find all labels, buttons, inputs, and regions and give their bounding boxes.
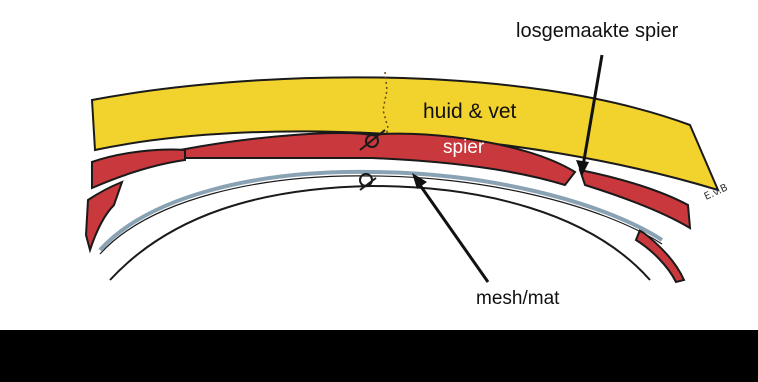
label-skin-fat: huid & vet xyxy=(423,100,516,124)
muscle-layer-left xyxy=(92,150,185,189)
label-detached-muscle: losgemaakte spier xyxy=(516,20,678,43)
abdominal-wall-illustration: E.v.B xyxy=(0,0,758,330)
muscle-layer-right xyxy=(580,170,690,228)
mesh-line-outline xyxy=(100,176,662,254)
footer-bar xyxy=(0,330,758,382)
label-muscle: spier xyxy=(443,137,484,159)
muscle-layer-left-lower xyxy=(86,182,122,250)
mesh-line xyxy=(100,172,662,250)
arrow-mesh xyxy=(412,173,488,282)
label-mesh: mesh/mat xyxy=(476,288,559,310)
